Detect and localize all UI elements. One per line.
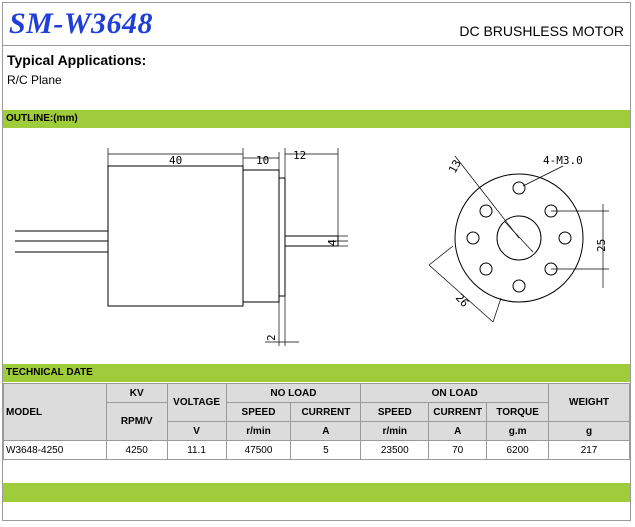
applications-section: Typical Applications: R/C Plane <box>3 46 630 109</box>
dim-flange-length: 10 <box>256 154 269 167</box>
header-on-load-current: CURRENT <box>428 402 488 422</box>
model-title: SM-W3648 <box>9 7 154 40</box>
technical-section-title: TECHNICAL DATE <box>3 364 630 382</box>
header-voltage: VOLTAGE <box>166 383 227 422</box>
dim-flange-thickness: 2 <box>265 334 278 341</box>
applications-value: R/C Plane <box>7 73 62 87</box>
cell-no-load-current: 5 <box>290 440 362 460</box>
cell-on-load-current: 70 <box>428 440 488 460</box>
side-view <box>15 148 348 346</box>
header-voltage-unit: V <box>166 421 227 441</box>
header-kv: KV <box>105 383 168 403</box>
header-model: MODEL <box>3 383 107 441</box>
cell-no-load-speed: 47500 <box>225 440 292 460</box>
table-row: W3648-4250 4250 11.1 47500 5 23500 70 62… <box>3 440 630 460</box>
header-on-load: ON LOAD <box>360 383 550 403</box>
cell-voltage: 11.1 <box>166 440 227 460</box>
header-no-load-current: CURRENT <box>290 402 362 422</box>
header-kv-unit: RPM/V <box>105 402 168 441</box>
header-no-load: NO LOAD <box>225 383 362 403</box>
technical-table: MODEL KV VOLTAGE NO LOAD ON LOAD WEIGHT … <box>3 383 630 460</box>
dim-shaft-diameter: 4 <box>326 239 339 246</box>
product-type: DC BRUSHLESS MOTOR <box>459 23 624 39</box>
dim-body-length: 40 <box>169 154 182 167</box>
dim-body-diameter: 26 <box>453 291 472 310</box>
cell-torque: 6200 <box>486 440 550 460</box>
dim-pcd: 13 <box>446 158 464 176</box>
outline-drawing: 40 10 12 4 2 <box>15 148 609 346</box>
header-torque-unit: g.m <box>486 421 550 441</box>
cell-model: W3648-4250 <box>3 440 107 460</box>
front-view <box>428 155 609 323</box>
header-weight: WEIGHT <box>548 383 630 422</box>
header: SM-W3648 DC BRUSHLESS MOTOR <box>3 3 630 46</box>
dim-shaft-length: 12 <box>293 149 306 162</box>
header-no-load-speed-unit: r/min <box>225 421 292 441</box>
cell-on-load-speed: 23500 <box>360 440 430 460</box>
spec-sheet: SM-W3648 DC BRUSHLESS MOTOR Typical Appl… <box>2 2 631 521</box>
outline-section-title: OUTLINE:(mm) <box>3 110 630 128</box>
header-on-load-speed-unit: r/min <box>360 421 430 441</box>
header-on-load-speed: SPEED <box>360 402 430 422</box>
header-no-load-speed: SPEED <box>225 402 292 422</box>
footer-band <box>3 483 630 502</box>
dim-hole-span: 25 <box>595 239 608 252</box>
header-torque: TORQUE <box>486 402 550 422</box>
dim-hole-spec: 4-M3.0 <box>543 154 583 167</box>
applications-label: Typical Applications: <box>7 52 147 68</box>
cell-kv: 4250 <box>105 440 168 460</box>
header-no-load-current-unit: A <box>290 421 362 441</box>
header-on-load-current-unit: A <box>428 421 488 441</box>
header-weight-unit: g <box>548 421 630 441</box>
cell-weight: 217 <box>548 440 630 460</box>
